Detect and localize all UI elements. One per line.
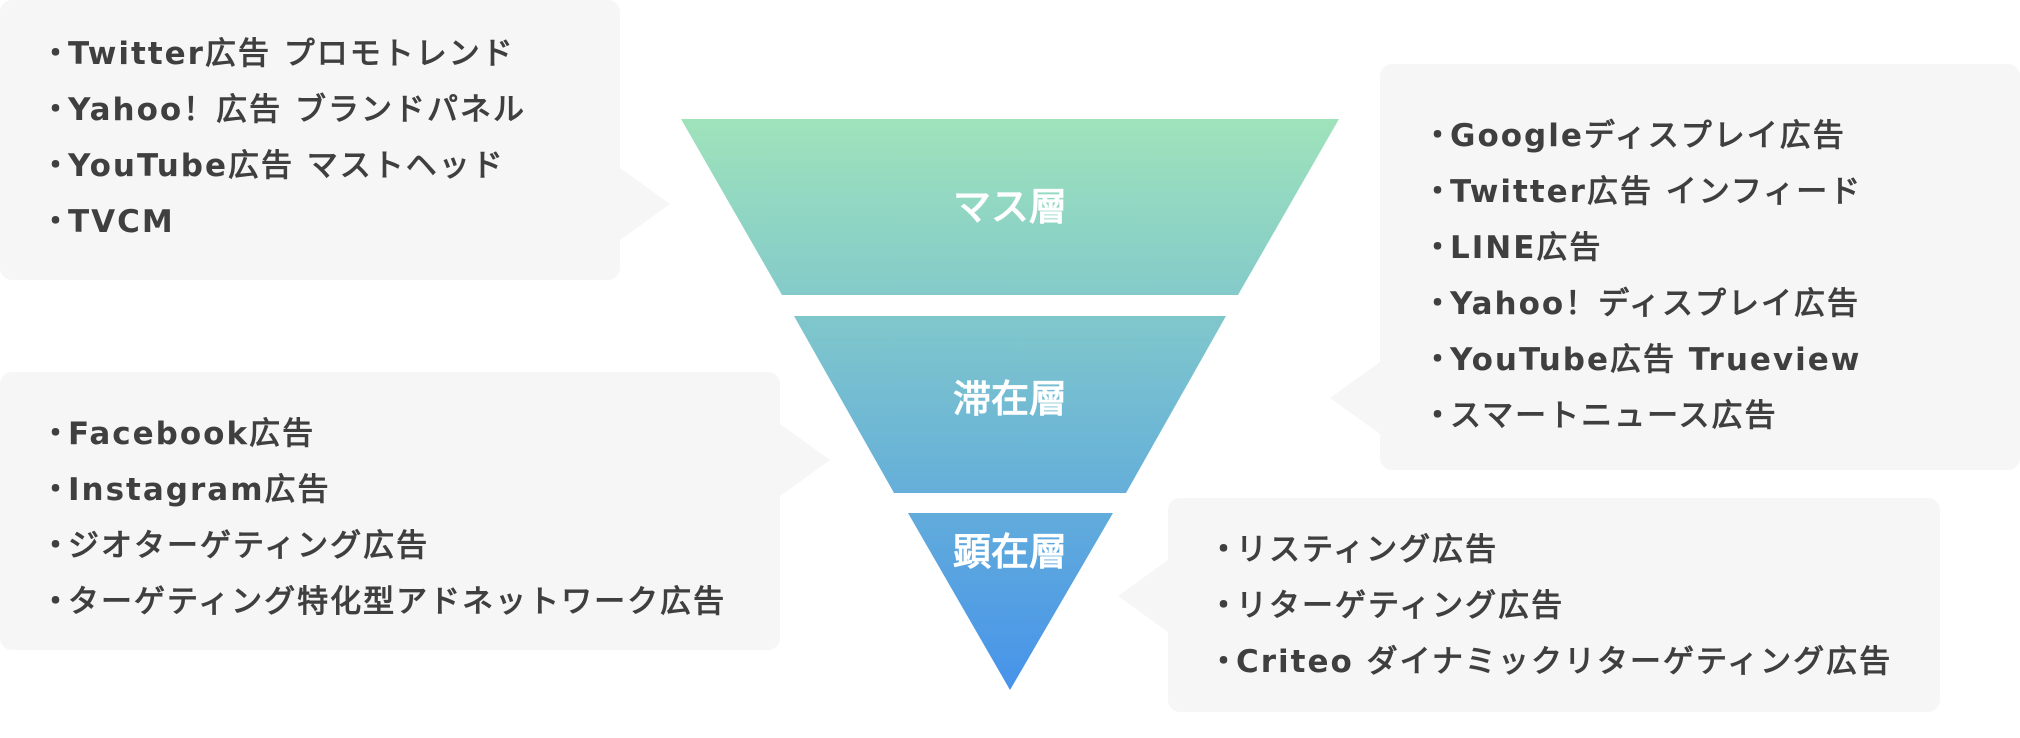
list-item: ・LINE広告 (1422, 220, 2020, 276)
callout-mass-right: ・Googleディスプレイ広告 ・Twitter広告 インフィード ・LINE広… (1330, 64, 2020, 470)
callout-tail (780, 424, 830, 496)
funnel-tier-aware (908, 513, 1113, 690)
list-item: ・ジオターゲティング広告 (40, 518, 780, 574)
list-item: ・Twitter広告 インフィード (1422, 164, 2020, 220)
bullet: ・ (1422, 174, 1455, 210)
list-item: ・ターゲティング特化型アドネットワーク広告 (40, 574, 780, 630)
bullet: ・ (40, 584, 73, 620)
funnel-tier-mass (681, 119, 1339, 295)
list-item: ・Criteo ダイナミックリターゲティング広告 (1208, 634, 1940, 690)
bullet: ・ (1422, 398, 1455, 434)
list-item: ・Twitter広告 プロモトレンド (40, 26, 620, 82)
list-item: ・YouTube広告 Trueview (1422, 332, 2020, 388)
bullet: ・ (1208, 644, 1241, 680)
bullet: ・ (1422, 230, 1455, 266)
bullet: ・ (40, 528, 73, 564)
bullet: ・ (1422, 286, 1455, 322)
callout-tail (1330, 362, 1380, 434)
bullet: ・ (1208, 532, 1241, 568)
callout-aware-right: ・リスティング広告 ・リターゲティング広告 ・Criteo ダイナミックリターゲ… (1118, 498, 1940, 712)
bullet: ・ (40, 36, 73, 72)
tier-label-mass: マス層 (953, 185, 1067, 229)
bullet: ・ (40, 148, 73, 184)
list-item: ・リターゲティング広告 (1208, 578, 1940, 634)
bullet: ・ (40, 416, 73, 452)
list-item: ・リスティング広告 (1208, 522, 1940, 578)
list-item: ・Yahoo！ディスプレイ広告 (1422, 276, 2020, 332)
bullet: ・ (1422, 342, 1455, 378)
list-item: ・Yahoo！広告 ブランドパネル (40, 82, 620, 138)
callout-tail (620, 168, 670, 240)
list-item: ・YouTube広告 マストヘッド (40, 138, 620, 194)
callout-mass-left: ・Twitter広告 プロモトレンド ・Yahoo！広告 ブランドパネル ・Yo… (0, 0, 670, 280)
list-item: ・TVCM (40, 194, 620, 250)
bullet: ・ (1422, 118, 1455, 154)
list-item: ・Googleディスプレイ広告 (1422, 108, 2020, 164)
bullet: ・ (1208, 588, 1241, 624)
bullet: ・ (40, 204, 73, 240)
bullet: ・ (40, 92, 73, 128)
list-item: ・Facebook広告 (40, 406, 780, 462)
funnel-tier-stay (794, 316, 1226, 493)
bullet: ・ (40, 472, 73, 508)
callout-tail (1118, 560, 1168, 632)
list-item: ・Instagram広告 (40, 462, 780, 518)
tier-label-stay: 滞在層 (953, 377, 1067, 421)
list-item: ・スマートニュース広告 (1422, 388, 2020, 444)
tier-label-aware: 顕在層 (953, 530, 1067, 574)
callout-stay-left: ・Facebook広告 ・Instagram広告 ・ジオターゲティング広告 ・タ… (0, 372, 830, 650)
